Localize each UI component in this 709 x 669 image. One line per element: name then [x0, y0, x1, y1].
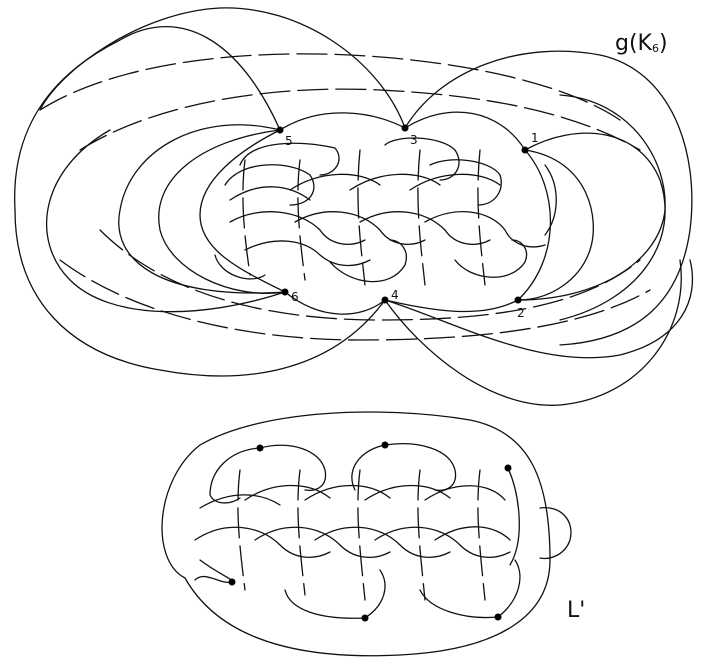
- braid-l-row1-4: [364, 484, 451, 501]
- link-l-prime: L': [161, 411, 585, 657]
- braid-l-row2-2: [254, 526, 391, 558]
- braid-l-row1-3: [304, 484, 391, 501]
- braid-l-row1-2: [244, 484, 331, 501]
- braid-l-row2-5: [434, 526, 511, 541]
- arc-1-inner: [517, 149, 594, 301]
- braid-l-row2-3: [314, 526, 451, 558]
- l-vert-3: [357, 469, 366, 601]
- arc-5-3-middle: [279, 112, 406, 131]
- wave-r1-3: [409, 173, 501, 191]
- outer-arc-3-right: [404, 50, 693, 346]
- vertex-label-1: 1: [531, 131, 539, 145]
- arc-6-left-inner: [199, 129, 286, 293]
- top-loop-4: [384, 443, 457, 491]
- arc-4-long-right: [384, 259, 694, 359]
- vert-2: [297, 159, 306, 281]
- l-vert-4: [417, 469, 426, 601]
- vert-3: [357, 149, 366, 286]
- broken-arc-top-1: [39, 53, 621, 121]
- arc-4-2: [384, 299, 519, 313]
- braid-l-row1-1: [199, 494, 281, 509]
- l-vert-2: [297, 469, 306, 596]
- vert-5: [477, 149, 486, 286]
- bottom-loop-4: [419, 589, 499, 619]
- wave-r2-3: [359, 211, 491, 245]
- vertex-label-5: 5: [285, 134, 293, 148]
- arc-3-1: [404, 111, 526, 151]
- broken-arc-top-2: [79, 88, 641, 151]
- l-vert-5: [477, 469, 486, 601]
- endpoint-top-2: [381, 441, 389, 449]
- outer-boundary: [161, 411, 551, 657]
- wave-r2-5: [244, 240, 371, 267]
- arc-6-4: [284, 291, 386, 315]
- bottom-loop-2: [284, 589, 366, 619]
- outer-arc-1-right: [524, 132, 666, 321]
- outer-arc-2-right: [517, 94, 666, 301]
- vertex-5: [276, 126, 284, 134]
- top-loop-3: [351, 444, 386, 491]
- endpoint-top-1: [256, 444, 264, 452]
- loop-r1-a: [239, 142, 340, 176]
- right-arc-top: [507, 467, 520, 566]
- loop-r2-b: [454, 239, 528, 278]
- braid-row-2: [214, 211, 546, 283]
- vertex-6: [281, 288, 289, 296]
- endpoint-right: [504, 464, 512, 472]
- arc-1-2: [517, 149, 552, 301]
- endpoint-bottom-1: [361, 614, 369, 622]
- vert-1: [242, 159, 251, 276]
- endpoint-left: [228, 578, 236, 586]
- vertex-2: [514, 296, 522, 304]
- arc-6-left-outer: [45, 129, 286, 313]
- wave-r2-2: [294, 211, 426, 245]
- vertex-3: [401, 124, 409, 132]
- vertex-label-3: 3: [410, 133, 418, 147]
- vertex-label-4: 4: [391, 288, 399, 302]
- wave-r1-2: [349, 173, 441, 191]
- outer-arc-left-bottom: [14, 209, 386, 377]
- broken-arc-bottom-2: [99, 229, 641, 321]
- braid-verticals: [242, 149, 557, 286]
- loop-r2-c: [214, 254, 266, 280]
- vertex-label-2: 2: [517, 306, 525, 320]
- bottom-loop-3: [364, 569, 386, 619]
- right-tab: [539, 507, 572, 560]
- outer-arc-5-3-top: [14, 25, 281, 211]
- loop-r1-d: [429, 159, 502, 206]
- braid-row-1: [224, 137, 502, 206]
- outer-arc-4-right-bottom: [384, 259, 682, 406]
- arc-5-left-loop: [118, 124, 286, 294]
- loop-r1-b: [224, 164, 315, 206]
- top-loop-2: [259, 444, 327, 491]
- bottom-loop-1: [199, 559, 233, 583]
- broken-arc-bottom-1: [59, 259, 651, 341]
- graph-title: g(K6): [615, 31, 668, 56]
- wave-r2-4: [424, 211, 546, 248]
- vert-4: [417, 149, 426, 286]
- loop-r1-c: [384, 137, 460, 181]
- braid-l-row2-1: [194, 526, 331, 558]
- vertex-1: [521, 146, 529, 154]
- spatial-graph-k6: 1 2 3 4 5 6 g(K6): [14, 7, 694, 406]
- vert-6: [544, 164, 557, 236]
- loop-r2-a: [329, 239, 407, 283]
- top-loop-1: [209, 447, 261, 504]
- link-label: L': [567, 598, 585, 623]
- braid-l-row2-4: [374, 526, 511, 558]
- braid-l-row1-5: [424, 485, 506, 501]
- wave-r1-1: [289, 173, 381, 191]
- wave-r1-4: [229, 186, 311, 201]
- l-vert-1: [237, 469, 246, 591]
- vertex-label-6: 6: [291, 290, 299, 304]
- outer-arc-3-top: [39, 7, 406, 129]
- arc-6-left-mid: [158, 129, 286, 294]
- endpoint-bottom-2: [494, 613, 502, 621]
- wave-r2-1: [229, 211, 366, 245]
- vertex-4: [381, 296, 389, 304]
- bottom-loop-5: [497, 559, 521, 618]
